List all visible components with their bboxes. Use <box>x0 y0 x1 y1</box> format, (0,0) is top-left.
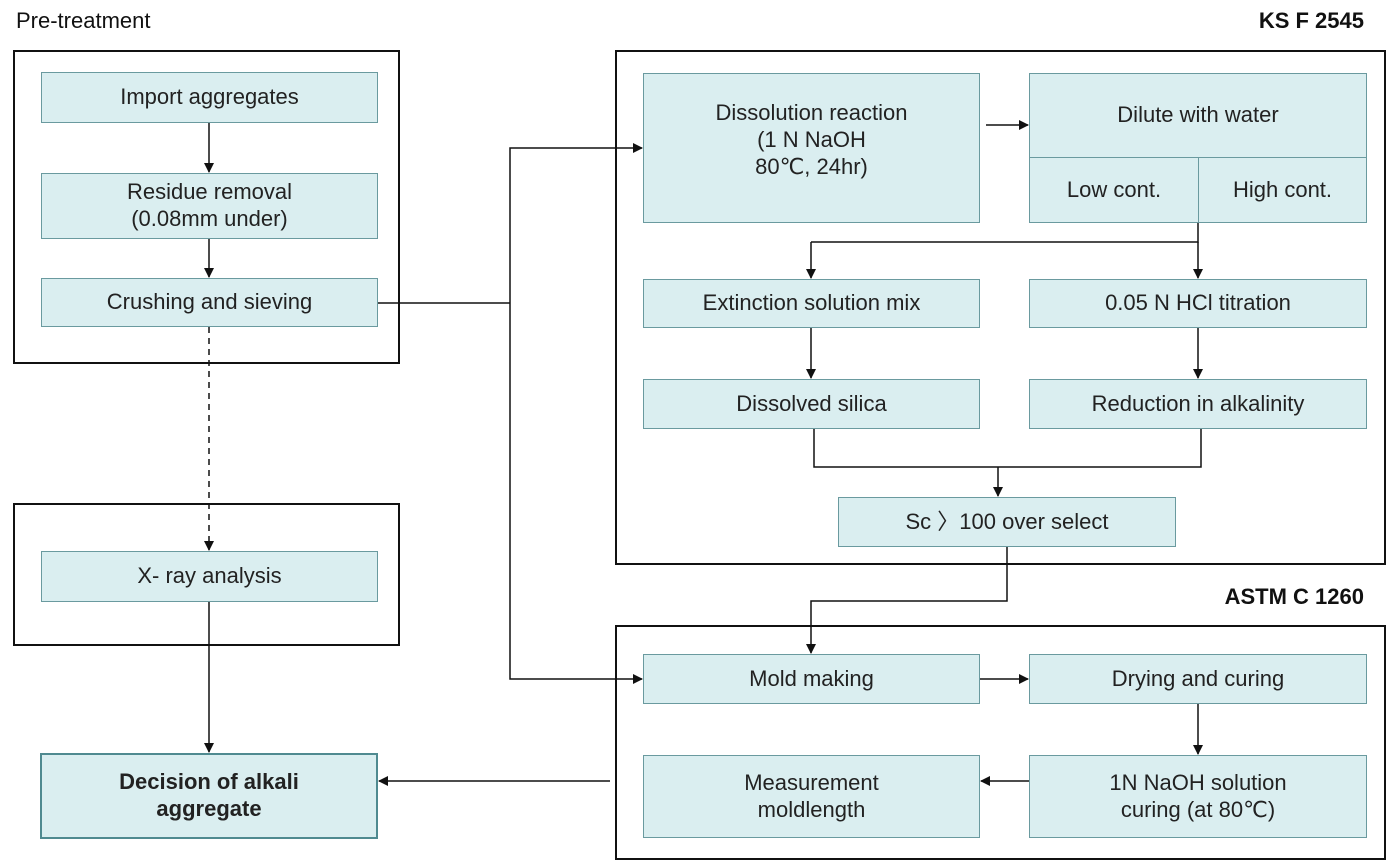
dilute-water-box: Dilute with water Low cont. High cont. <box>1029 73 1367 223</box>
mold-making-box: Mold making <box>643 654 980 704</box>
astm-c1260-frame <box>615 625 1386 860</box>
wire-silica-reduction-join <box>813 429 1202 468</box>
sc-select-box: Sc 〉100 over select <box>838 497 1176 547</box>
residue-removal-box: Residue removal (0.08mm under) <box>41 173 378 239</box>
naoh-curing-box: 1N NaOH solution curing (at 80℃) <box>1029 755 1367 838</box>
measurement-box: Measurement moldlength <box>643 755 980 838</box>
low-cont-cell: Low cont. <box>1066 176 1162 202</box>
extinction-mix-box: Extinction solution mix <box>643 279 980 328</box>
section-label-astm-c1260: ASTM C 1260 <box>1224 584 1364 609</box>
arrow-sc-to-mold <box>806 547 1008 654</box>
import-aggregates-box: Import aggregates <box>41 72 378 123</box>
pretreatment-frame <box>13 50 400 364</box>
arrow-split-to-dissolution <box>509 143 643 303</box>
section-label-pretreatment: Pre-treatment <box>16 8 151 33</box>
arrow-split-to-mold <box>509 303 643 684</box>
ksf-2545-frame <box>615 50 1386 565</box>
dissolved-silica-box: Dissolved silica <box>643 379 980 429</box>
wire-dilute-branch <box>811 223 1199 243</box>
drying-curing-box: Drying and curing <box>1029 654 1367 704</box>
reduction-alkalinity-box: Reduction in alkalinity <box>1029 379 1367 429</box>
xray-frame <box>13 503 400 646</box>
dilute-water-label: Dilute with water <box>1117 102 1279 128</box>
hcl-titration-box: 0.05 N HCl titration <box>1029 279 1367 328</box>
high-cont-cell: High cont. <box>1232 176 1333 202</box>
dilute-water-split <box>1198 157 1199 223</box>
crushing-sieving-box: Crushing and sieving <box>41 278 378 327</box>
xray-analysis-box: X- ray analysis <box>41 551 378 602</box>
section-label-ksf-2545: KS F 2545 <box>1258 8 1364 33</box>
dissolution-reaction-box: Dissolution reaction (1 N NaOH 80℃, 24hr… <box>643 73 980 223</box>
decision-box: Decision of alkali aggregate <box>40 753 378 839</box>
